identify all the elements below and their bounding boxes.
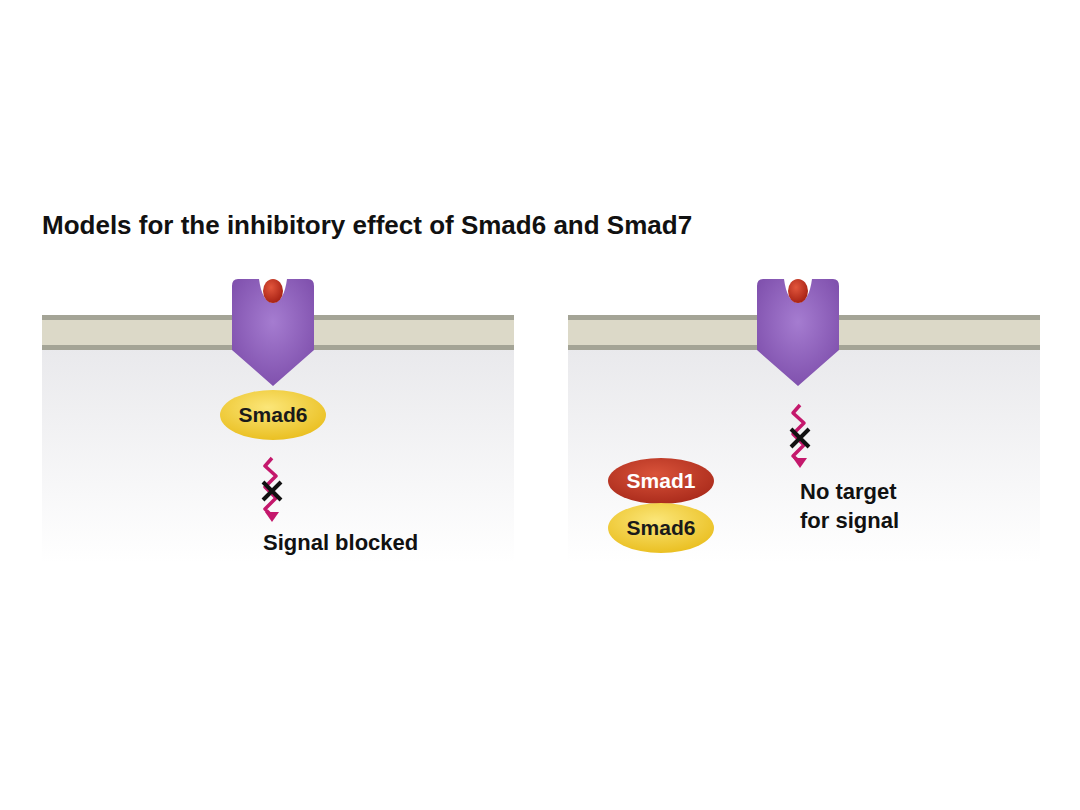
annotation-label: No target for signal [800,478,925,535]
receptor [757,279,839,386]
smad-protein: Smad1 [608,458,714,504]
ellipse-shape [608,458,714,504]
ligand [788,279,808,303]
protein-name: Smad1 [627,469,696,493]
ligand [263,279,283,303]
diagram-title: Models for the inhibitory effect of Smad… [42,210,692,241]
protein-name: Smad6 [239,403,308,427]
right-panel [568,279,1040,563]
smad-protein: Smad6 [608,503,714,553]
annotation-label: Signal blocked [263,529,418,558]
arrowhead [793,458,807,468]
protein-name: Smad6 [627,516,696,540]
block-mark [791,429,809,447]
receptor [232,279,314,386]
arrowhead [265,512,279,522]
ellipse-shape [608,503,714,553]
ellipse-shape [220,390,326,440]
smad-protein: Smad6 [220,390,326,440]
block-mark [263,482,281,500]
left-panel [42,279,514,563]
